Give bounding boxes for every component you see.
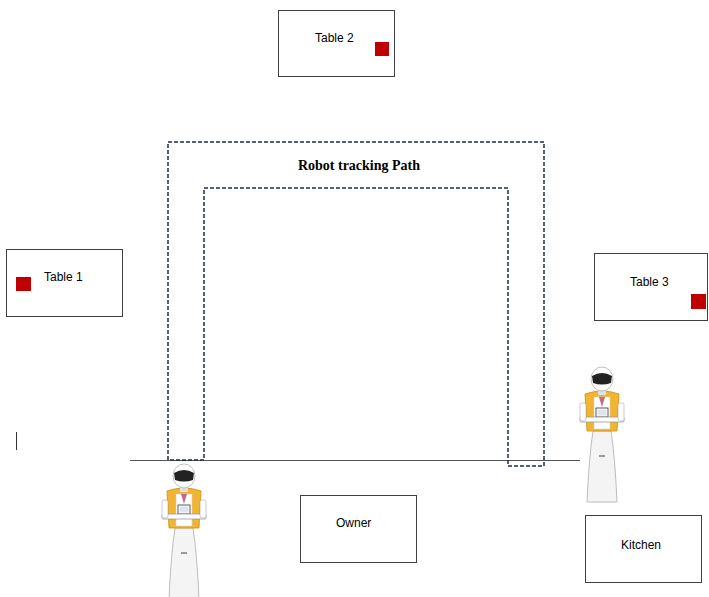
box-label: Owner [336,516,371,530]
box-label: Table 3 [630,275,669,289]
robot-figure [162,464,206,597]
cursor-mark [16,432,17,450]
table-box: Table 2 [278,10,395,77]
box-label: Table 1 [44,270,83,284]
robot-figure [580,367,624,502]
table-box: Kitchen [585,515,702,583]
table-box: Table 1 [6,249,123,317]
table-box: Table 3 [594,253,708,321]
table-marker [16,277,31,291]
box-label: Kitchen [621,538,661,552]
table-marker [375,42,389,56]
robot-path [168,142,544,466]
path-title: Robot tracking Path [296,158,422,174]
table-box: Owner [300,495,417,563]
box-label: Table 2 [315,31,354,45]
table-marker [691,294,706,309]
